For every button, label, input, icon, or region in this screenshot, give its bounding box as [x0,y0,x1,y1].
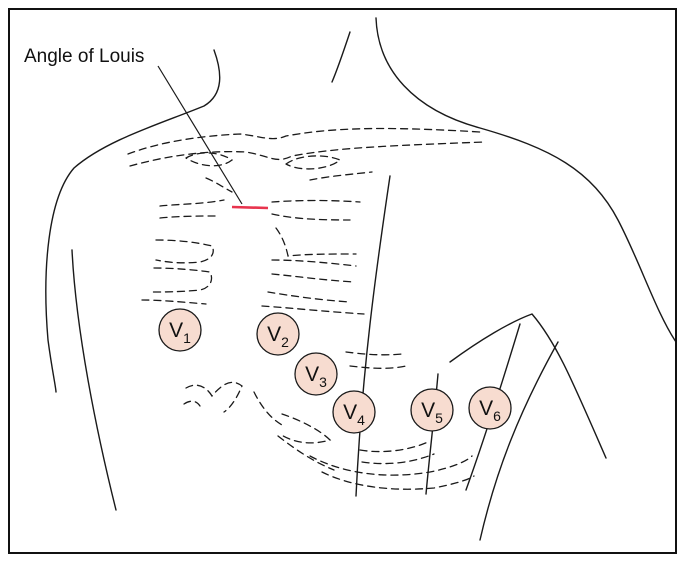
lead-v2-electrode: V2 [257,313,299,355]
angle-of-louis-callout: Angle of Louis [24,46,268,208]
lead-subscript: 2 [281,334,289,350]
lead-v3-electrode: V3 [295,353,337,395]
lead-letter: V [343,401,357,424]
body-outline [46,18,676,540]
right-shoulder-line [376,18,676,342]
chest-diagram: Angle of Louis V1 V2 V3 [10,10,677,554]
lead-letter: V [305,363,319,386]
lead-subscript: 3 [319,374,327,390]
lead-letter: V [169,319,183,342]
lead-subscript: 1 [183,330,191,346]
lead-subscript: 4 [357,412,365,428]
sternum-vertical-line [356,176,390,496]
lead-subscript: 6 [493,408,501,424]
lead-v4-electrode: V4 [333,391,375,433]
axilla-line [450,314,606,458]
angle-of-louis-label: Angle of Louis [24,46,144,67]
precordial-leads: V1 V2 V3 V4 [159,309,511,433]
lead-v1-electrode: V1 [159,309,201,351]
callout-leader-line [158,66,242,204]
lead-letter: V [479,397,493,420]
lead-subscript: 5 [435,410,443,426]
left-arm-line [72,250,116,510]
lead-v5-electrode: V5 [411,389,453,431]
lead-v6-electrode: V6 [469,387,511,429]
angle-of-louis-marker [232,207,268,208]
lead-letter: V [267,323,281,346]
lead-letter: V [421,399,435,422]
diagram-frame: Angle of Louis V1 V2 V3 [8,8,677,554]
mid-axillary-line-2 [480,342,558,540]
neck-left-line [332,32,350,82]
